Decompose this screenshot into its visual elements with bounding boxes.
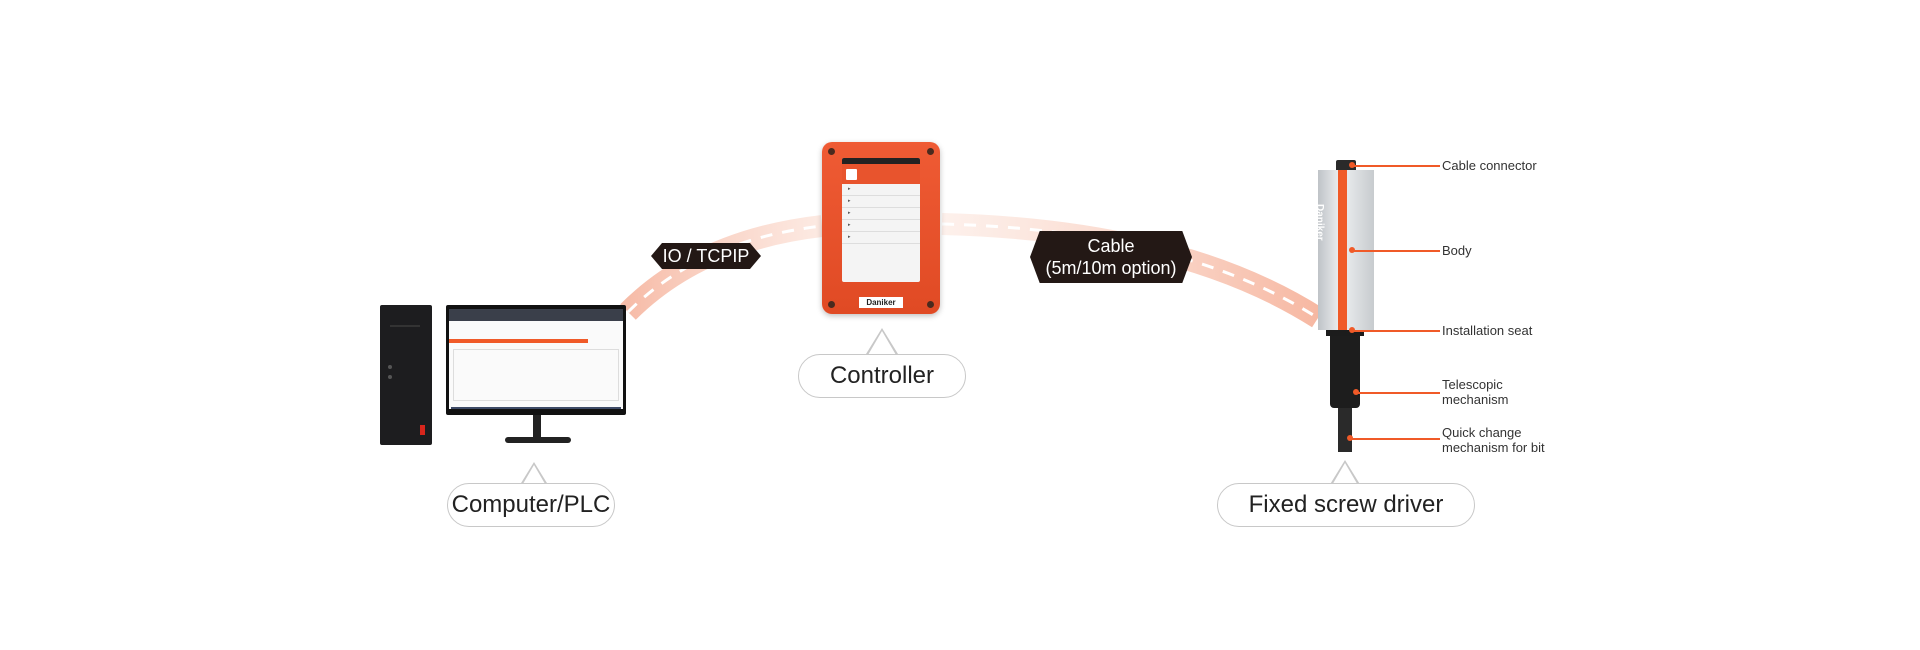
driver-brand: Daniker [1314,204,1325,241]
io-arc [620,215,824,320]
controller-device: ▸ ▸ ▸ ▸ ▸ Daniker [822,142,940,314]
monitor-stand [533,415,541,439]
driver-stripe [1338,170,1347,330]
part-telescopic-mechanism: Telescopic mechanism [1442,377,1509,407]
io-tag-label: IO / TCPIP [662,246,750,266]
monitor-screen [449,309,623,409]
cable-tag-line1: Cable [1087,236,1135,256]
io-arc-dashes [626,224,823,314]
installation-seat [1326,330,1364,336]
monitor-base [505,437,571,443]
part-body: Body [1442,243,1472,258]
part-installation-seat: Installation seat [1442,323,1533,338]
part-cable-connector: Cable connector [1442,158,1537,173]
cable-tag-line2: (5m/10m option) [1045,258,1177,278]
pc-tower [380,305,432,445]
quick-change-mechanism [1338,408,1352,452]
io-tag: IO / TCPIP [651,243,761,269]
driver-label: Fixed screw driver [1217,483,1475,527]
computer-label: Computer/PLC [447,483,615,527]
controller-label: Controller [798,354,966,398]
controller-brand: Daniker [859,297,903,308]
cable-tag: Cable (5m/10m option) [1030,231,1192,283]
controller-screen: ▸ ▸ ▸ ▸ ▸ [842,158,920,282]
pc-monitor [446,305,626,415]
part-quick-change-mechanism: Quick change mechanism for bit [1442,425,1545,455]
telescopic-mechanism [1330,336,1360,408]
